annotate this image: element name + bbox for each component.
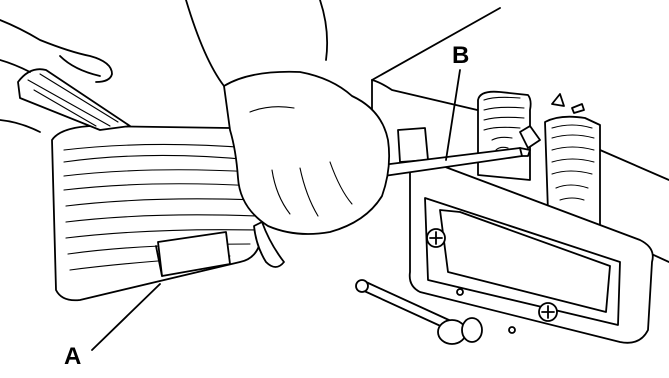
callout-a-label: A	[64, 345, 81, 369]
callout-b-label: B	[452, 44, 469, 68]
mallet-handle	[18, 69, 130, 130]
callout-b-leader	[446, 70, 460, 160]
mallet-head	[52, 126, 262, 300]
